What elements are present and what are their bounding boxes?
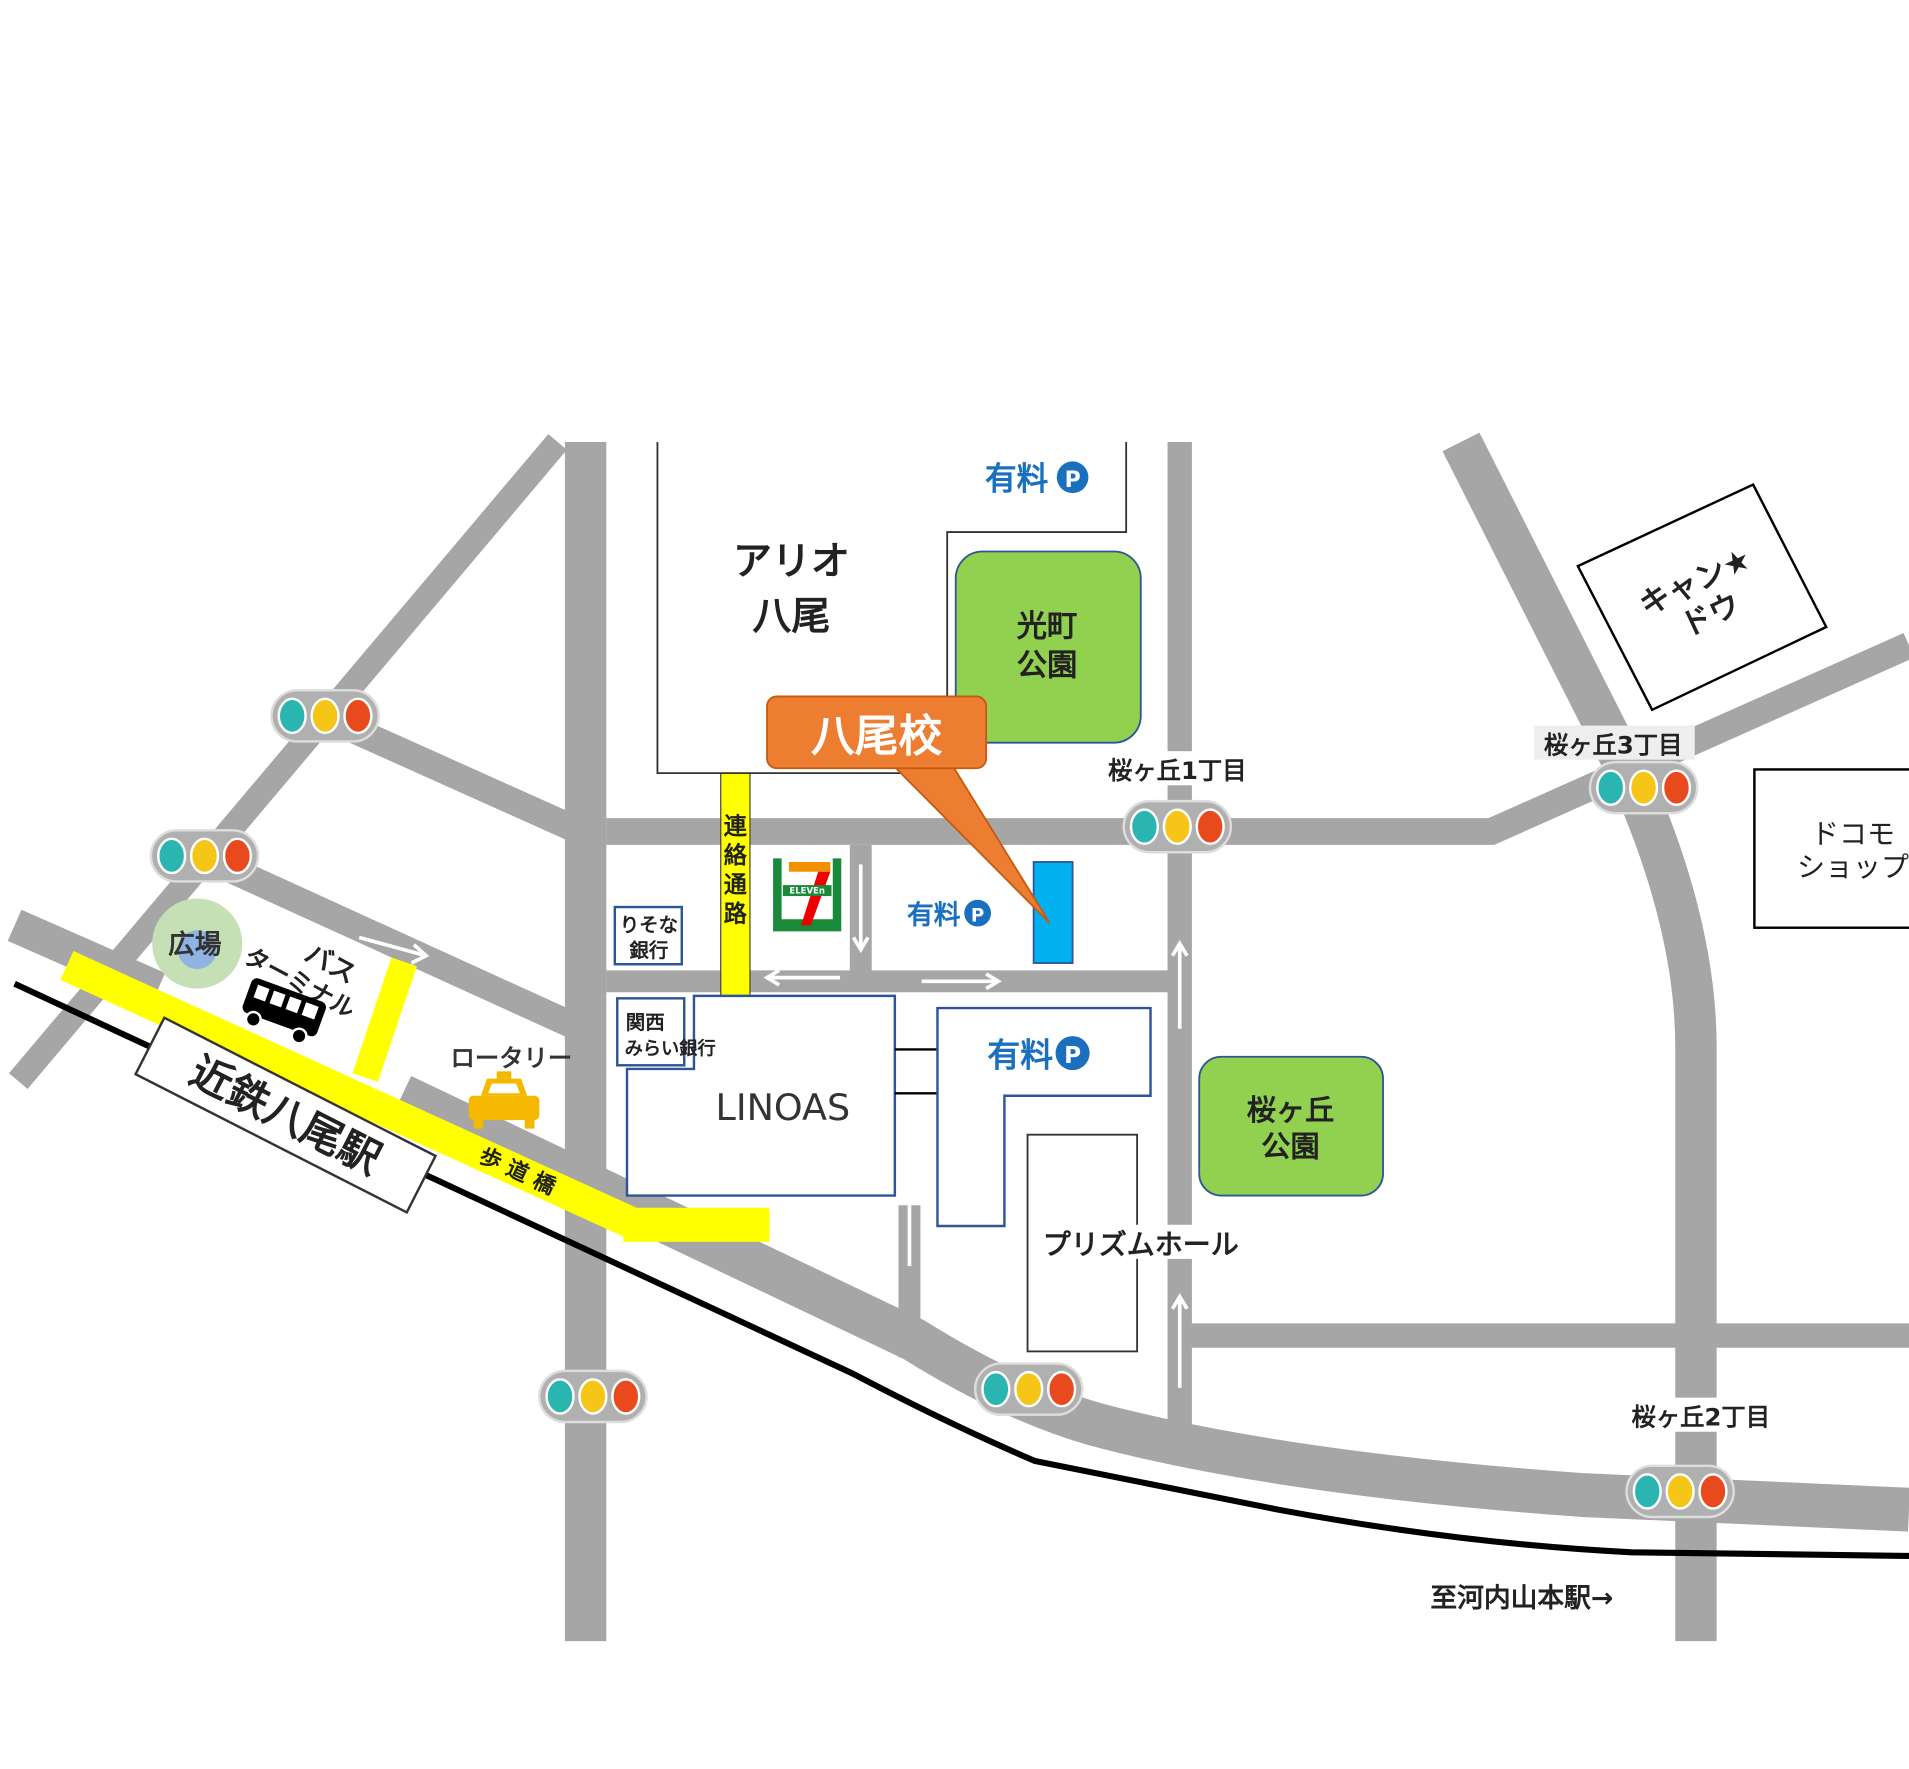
traffic-signal-icon [1625,1464,1735,1519]
taxi-icon [468,1071,540,1129]
svg-text:有料: 有料 [987,1036,1053,1075]
connection-passage [720,772,751,997]
svg-text:光町: 光町 [1017,610,1078,645]
svg-text:広場: 広場 [168,928,222,960]
svg-text:ショップ: ショップ [1797,851,1909,884]
svg-text:八尾校: 八尾校 [811,711,943,762]
svg-text:りそな: りそな [620,913,678,936]
traffic-signals [149,689,1735,1519]
arrow-up-icon [1170,1293,1189,1388]
svg-text:桜ヶ丘: 桜ヶ丘 [1247,1093,1335,1127]
svg-text:みらい銀行: みらい銀行 [625,1037,716,1059]
walkways [60,772,770,1242]
arrow-left-icon [763,968,841,987]
road-horizontal-north [606,633,1909,845]
svg-text:関西: 関西 [626,1011,665,1034]
linoas-building [625,994,897,1197]
arrow-right-icon [358,935,430,965]
ario-yao-building [656,441,1128,775]
svg-text:プリズムホール: プリズムホール [1043,1228,1239,1261]
parking-icon [1055,1036,1090,1071]
svg-text:ドコモ: ドコモ [1811,818,1895,851]
parking-icon [1056,461,1089,494]
candu-store [1576,482,1828,712]
intersection-sakura3: 桜ヶ丘3丁目 [1544,731,1683,760]
arrow-right-icon [921,972,1002,991]
kansai-mirai-bank [616,997,686,1067]
traffic-signal-icon [270,689,380,743]
svg-text:通: 通 [724,872,748,898]
ario-label-2: 八尾 [752,594,830,639]
svg-text:P: P [1064,1043,1081,1069]
bus-icon [242,978,326,1045]
traffic-signal-icon [149,829,260,883]
ario-label: アリオ [733,540,850,585]
svg-text:有料: 有料 [985,461,1049,497]
docomo-shop [1753,768,1909,929]
svg-text:P: P [1065,468,1081,493]
paid-parking-north: 有料 P [985,461,1089,497]
traffic-signal-icon [1122,799,1233,854]
svg-text:公園: 公園 [1017,649,1078,684]
svg-text:公園: 公園 [1261,1130,1319,1164]
yao-school-callout: 八尾校 [766,695,1051,924]
traffic-signal-icon [538,1369,648,1424]
svg-text:絡: 絡 [724,842,748,869]
hikarimachi-park [954,550,1142,744]
arrow-up-icon [900,1177,919,1267]
resona-bank [613,905,684,966]
paid-parking-middle: 有料 P [907,899,992,931]
traffic-signal-icon [973,1362,1084,1416]
to-kawachi-yamamoto-label: 至河内山本駅→ [1430,1583,1613,1614]
footbridge-end [623,1207,770,1242]
svg-text:銀行: 銀行 [629,939,668,962]
footbridge-branch [352,957,417,1082]
footbridge-walkway [60,951,640,1238]
road-branch-lower [195,843,578,1038]
paid-parking-south [936,1006,1152,1228]
linoas-label: LINOAS [715,1086,850,1129]
road-station-west [7,909,166,1005]
connection-passage-label: 連 絡 通 路 [724,814,748,928]
svg-text:路: 路 [724,901,748,928]
svg-text:有料: 有料 [907,900,961,931]
arrow-down-icon [851,864,870,954]
traffic-signal-icon [1588,760,1699,815]
arrow-up-icon [1170,939,1189,1029]
svg-text:連: 連 [724,814,748,840]
rotary-label: ロータリー [451,1044,573,1073]
seven-eleven-logo: ELEVEn [773,858,842,932]
sakuragaoka-park [1198,1055,1384,1197]
svg-text:ELEVEn: ELEVEn [789,887,825,897]
traffic-arrows [358,864,1189,1388]
svg-text:P: P [971,906,984,927]
kintetsu-rail-line [13,980,1909,1559]
parking-icon [964,899,992,927]
intersection-sakura1: 桜ヶ丘1丁目 [1108,756,1247,785]
intersection-sakura2: 桜ヶ丘2丁目 [1632,1403,1771,1432]
